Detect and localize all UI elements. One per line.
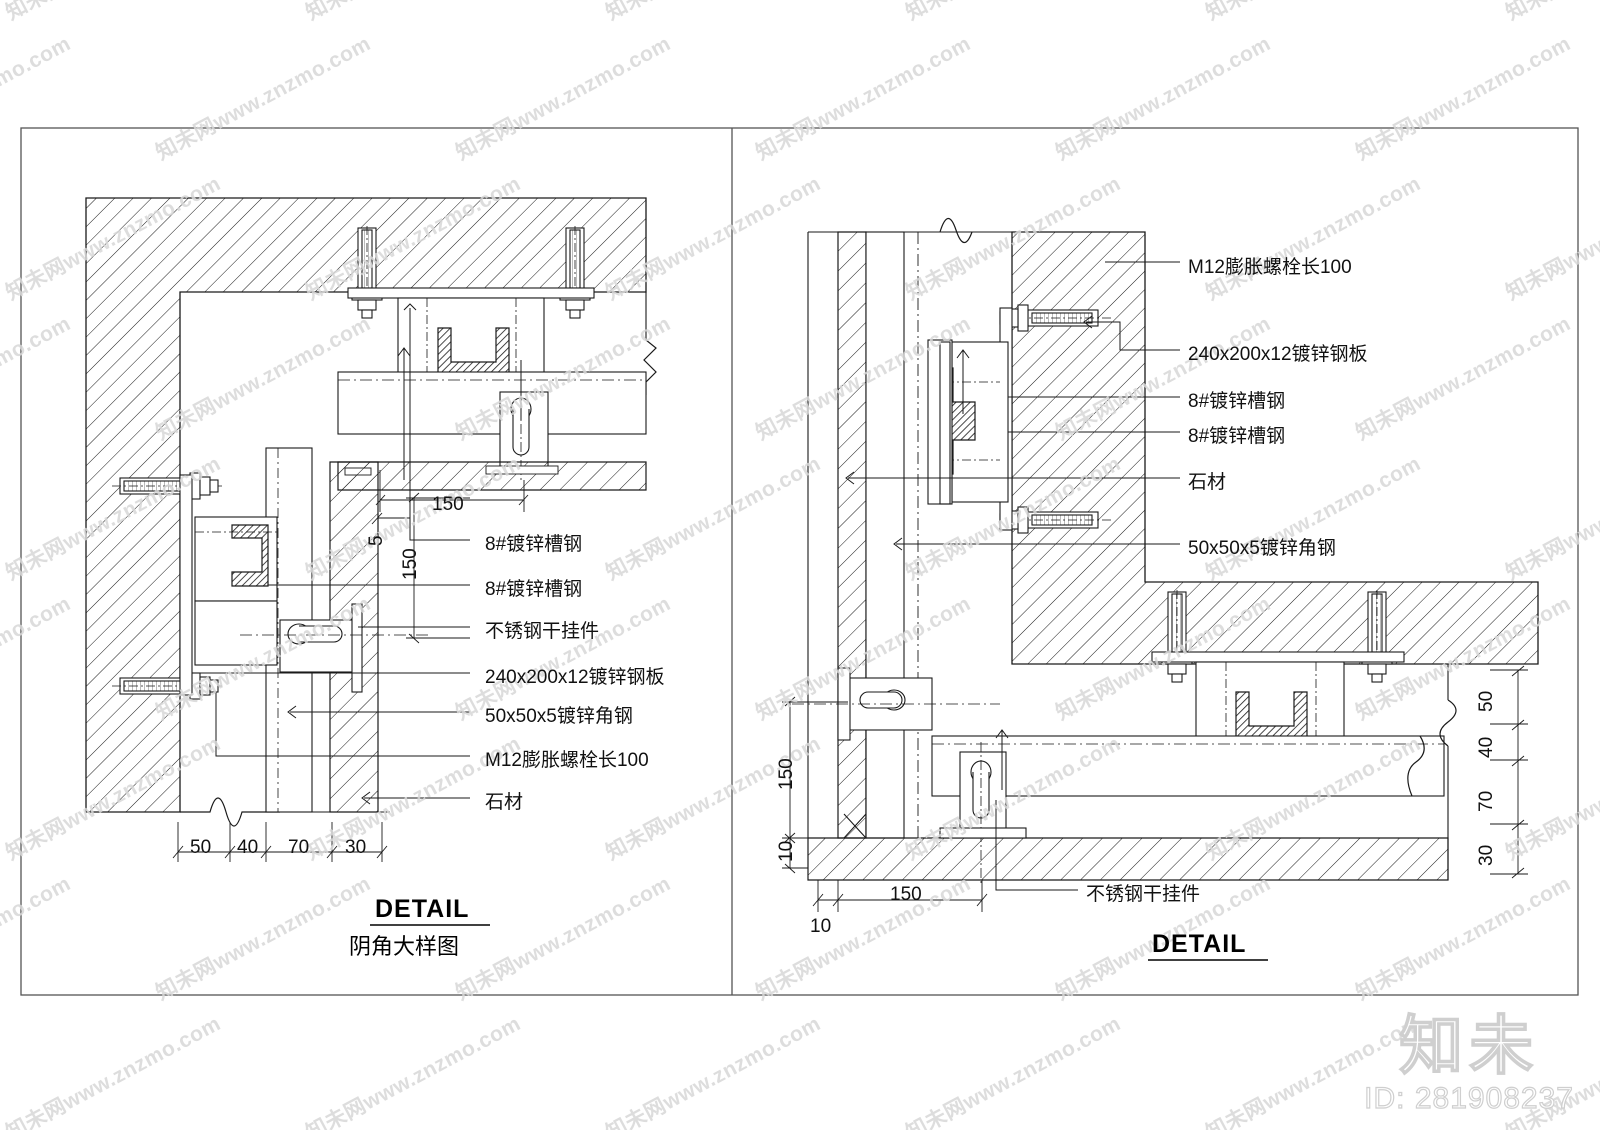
dim-right-chain (1490, 665, 1528, 879)
dim-left-5 (371, 512, 410, 525)
right-detail-drawing (782, 217, 1539, 961)
dim-right-vertical-10 (782, 832, 808, 874)
expansion-bolt-right-upper (999, 304, 1112, 332)
dim-left-vertical-150 (406, 492, 470, 644)
sheet-frame (20, 127, 1579, 996)
expansion-bolt-left-lower (112, 672, 222, 700)
dim-right-bottom-150 (832, 880, 988, 912)
dim-left-chain (172, 822, 388, 862)
dim-right-bottom-10 (812, 880, 838, 912)
expansion-bolt-left-upper (112, 472, 222, 500)
left-detail-drawing (85, 197, 657, 926)
dim-left-upper-150 (375, 470, 529, 512)
